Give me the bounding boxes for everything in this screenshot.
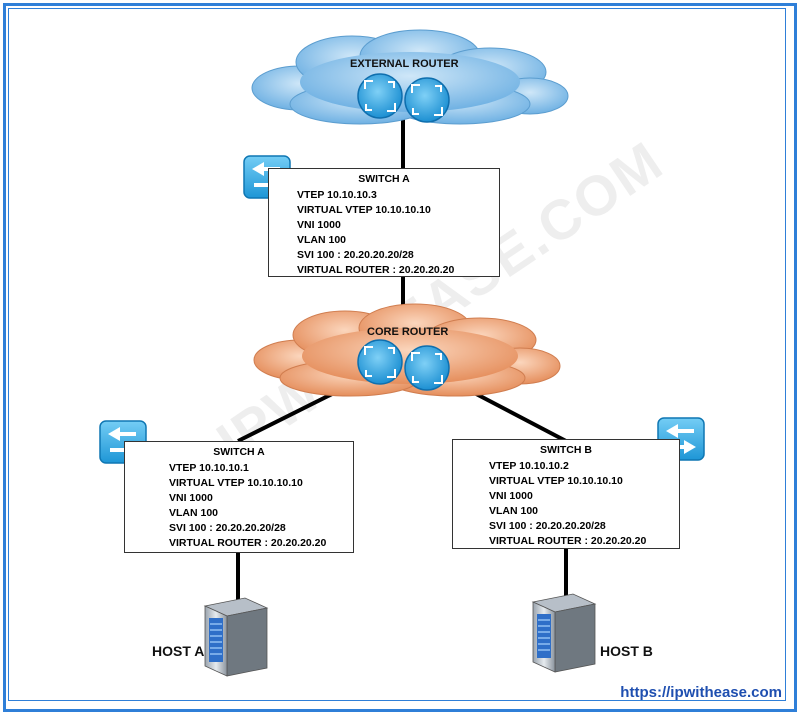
vlan-line: VLAN 100 <box>169 507 219 519</box>
vtep-line: VTEP 10.10.10.3 <box>297 189 377 201</box>
core-router-label: CORE ROUTER <box>367 326 449 338</box>
vtep-line: VTEP 10.10.10.1 <box>169 462 249 474</box>
switch-title: SWITCH A <box>213 446 265 458</box>
vni-line: VNI 1000 <box>297 219 341 231</box>
svi-line: SVI 100 : 20.20.20.20/28 <box>297 249 414 261</box>
core-cloud-shape <box>253 303 561 397</box>
external-router-label: EXTERNAL ROUTER <box>350 58 459 70</box>
host-b-label: HOST B <box>600 643 653 659</box>
virtual-router-line: VIRTUAL ROUTER : 20.20.20.20 <box>297 264 455 276</box>
router-icon <box>404 77 450 123</box>
vni-line: VNI 1000 <box>489 490 533 502</box>
router-icon <box>357 339 403 385</box>
svi-line: SVI 100 : 20.20.20.20/28 <box>489 520 606 532</box>
virtual-vtep-line: VIRTUAL VTEP 10.10.10.10 <box>297 204 431 216</box>
host-a-label: HOST A <box>152 643 205 659</box>
virtual-vtep-line: VIRTUAL VTEP 10.10.10.10 <box>169 477 303 489</box>
server-icon <box>531 593 597 673</box>
switch-title: SWITCH B <box>540 444 592 456</box>
virtual-vtep-line: VIRTUAL VTEP 10.10.10.10 <box>489 475 623 487</box>
svi-line: SVI 100 : 20.20.20.20/28 <box>169 522 286 534</box>
vlan-line: VLAN 100 <box>297 234 347 246</box>
switch-a-left-box: SWITCH A VTEP 10.10.10.1 VIRTUAL VTEP 10… <box>124 441 354 553</box>
switch-title: SWITCH A <box>358 173 410 185</box>
site-url[interactable]: https://ipwithease.com <box>620 684 782 701</box>
router-icon <box>404 345 450 391</box>
server-icon <box>203 597 269 677</box>
virtual-router-line: VIRTUAL ROUTER : 20.20.20.20 <box>489 535 647 547</box>
router-icon <box>357 73 403 119</box>
vni-line: VNI 1000 <box>169 492 213 504</box>
switch-a-top-box: SWITCH A VTEP 10.10.10.3 VIRTUAL VTEP 10… <box>268 168 500 277</box>
external-cloud-shape <box>251 29 569 125</box>
switch-b-box: SWITCH B VTEP 10.10.10.2 VIRTUAL VTEP 10… <box>452 439 680 549</box>
vlan-line: VLAN 100 <box>489 505 539 517</box>
outer-frame <box>3 3 797 712</box>
vtep-line: VTEP 10.10.10.2 <box>489 460 569 472</box>
virtual-router-line: VIRTUAL ROUTER : 20.20.20.20 <box>169 537 327 549</box>
inner-frame <box>8 8 786 701</box>
